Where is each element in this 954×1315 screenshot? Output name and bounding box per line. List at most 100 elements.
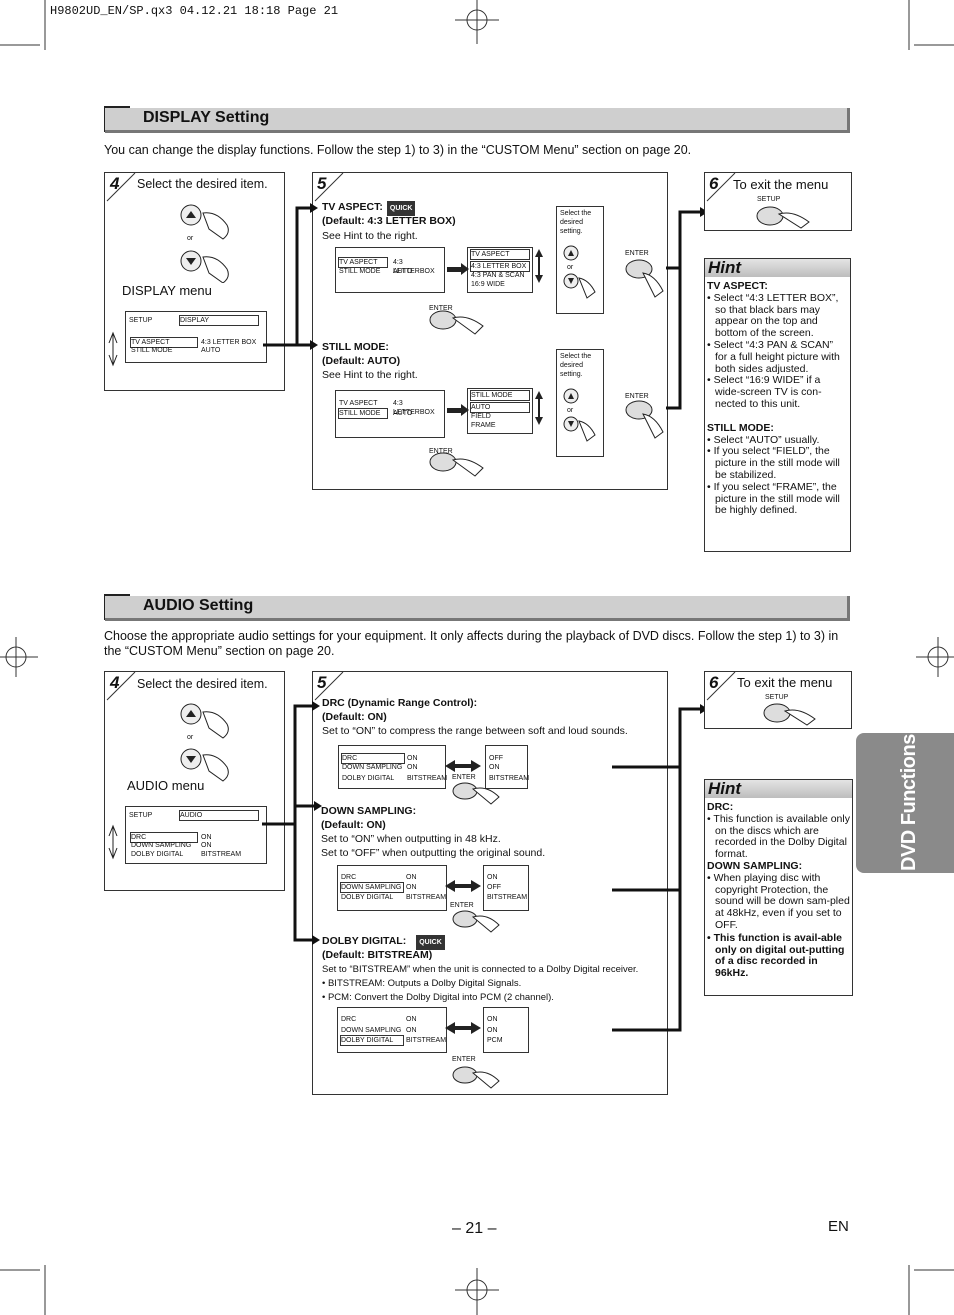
setup-button-icon [763, 703, 816, 726]
still-mode-screen: TV ASPECT 4:3 LETTERBOX STILL MODE AUTO [335, 390, 445, 438]
audio-section-bar: AUDIO Setting [105, 596, 850, 621]
screen-value: OFF [489, 755, 503, 762]
step-number: 6 [709, 174, 719, 193]
screen-label: DOWN SAMPLING [341, 1027, 402, 1034]
screen-value: ON [406, 874, 417, 881]
options-title: TV ASPECT [470, 249, 530, 260]
dolby-desc2: • BITSTREAM: Outputs a Dolby Digital Sig… [322, 978, 522, 989]
screen-value: ON [487, 1016, 498, 1023]
select-text: Select the desired setting. [560, 210, 592, 235]
down-desc2: Set to “OFF” when outputting the origina… [321, 847, 546, 859]
still-mode-default: (Default: AUTO) [322, 355, 401, 367]
screen-label: DOLBY DIGITAL [342, 775, 395, 782]
option-2: FIELD [471, 413, 491, 420]
display-section-title: DISPLAY Setting [143, 109, 270, 126]
or-label: or [187, 235, 194, 242]
menu-row-label: DRC [130, 832, 198, 843]
down-screen-after: ON OFF BITSTREAM [483, 865, 529, 911]
audio-step4-box: 4 Select the desired item. or AUDIO menu… [104, 671, 285, 891]
menu-row-value: BITSTREAM [201, 851, 242, 858]
display-hint-box: Hint TV ASPECT: • Select “4:3 LETTER BOX… [704, 258, 851, 552]
updown-arrow-icon [108, 824, 118, 860]
still-mode-title: STILL MODE: [322, 341, 389, 353]
menu-row2-value: AUTO [201, 347, 221, 354]
screen-value: ON [406, 1027, 417, 1034]
options-title: STILL MODE [470, 390, 530, 401]
file-info: H9802UD_EN/SP.qx3 04.12.21 18:18 Page 21 [50, 4, 339, 18]
option-1: 4:3 LETTER BOX [470, 261, 530, 272]
display-intro: You can change the display functions. Fo… [104, 143, 692, 157]
menu-row-label: DOWN SAMPLING [131, 842, 192, 849]
menu-setup: SETUP [129, 812, 153, 819]
audio-menu-screen: SETUP AUDIO DRC ON DOWN SAMPLING ON DOLB… [125, 806, 267, 864]
screen-value: BITSTREAM [487, 894, 528, 901]
down-default: (Default: ON) [321, 819, 386, 831]
display-step6-box: 6 To exit the menu SETUP [704, 172, 852, 231]
screen-value: BITSTREAM [406, 894, 447, 901]
hint-header: Hint [705, 779, 852, 798]
drc-screen-after: OFF ON BITSTREAM [485, 745, 530, 789]
screen-label: DOLBY DIGITAL [340, 1035, 404, 1046]
arrow-buttons-icon [180, 204, 229, 283]
enter-label: ENTER [429, 448, 453, 455]
hint-item: • Select “4:3 LETTER BOX”, so that black… [707, 291, 839, 340]
display-step5-box: 5 TV ASPECT:QUICK (Default: 4:3 LETTER B… [312, 172, 668, 490]
menu-row1-value: 4:3 LETTER BOX [201, 339, 257, 346]
enter-label: ENTER [625, 250, 649, 257]
menu-setup: SETUP [129, 317, 153, 324]
dolby-screen-before: DRC DOWN SAMPLING DOLBY DIGITAL ON ON BI… [337, 1007, 447, 1053]
screen-label: DRC [341, 753, 405, 764]
screen-row1-value: 4:3 LETTERBOX [393, 259, 435, 275]
menu-row-value: ON [201, 834, 212, 841]
drc-desc: Set to “ON” to compress the range betwee… [322, 725, 628, 737]
still-mode-options: STILL MODE AUTO FIELD FRAME [467, 388, 533, 434]
step-number: 5 [317, 673, 327, 692]
enter-label: ENTER [625, 393, 649, 400]
or-label: or [567, 407, 574, 414]
hint-item-bold: • This function is avail-able only on di… [707, 931, 845, 980]
screen-value: ON [406, 884, 417, 891]
menu-row-label: DOLBY DIGITAL [131, 851, 184, 858]
audio-section-title: AUDIO Setting [143, 597, 254, 614]
screen-row2-label: STILL MODE [338, 408, 388, 419]
dolby-desc3: • PCM: Convert the Dolby Digital into PC… [322, 992, 554, 1003]
screen-row1-value: 4:3 LETTERBOX [393, 400, 435, 416]
menu-row-value: ON [201, 842, 212, 849]
audio-menu-label: AUDIO menu [127, 778, 205, 793]
hint-item: • Select “16:9 WIDE” if a wide-screen TV… [707, 374, 822, 410]
arrow-buttons-icon [180, 703, 229, 782]
enter-label: ENTER [452, 774, 476, 781]
hint-heading: DOWN SAMPLING: [707, 859, 803, 872]
hint-item: • If you select “FRAME”, the picture in … [707, 480, 840, 517]
screen-label: DOWN SAMPLING [342, 764, 403, 771]
quick-badge: QUICK [416, 935, 445, 950]
screen-label: DOWN SAMPLING [340, 882, 404, 893]
setup-button-icon [756, 206, 810, 229]
down-desc1: Set to “ON” when outputting in 48 kHz. [321, 833, 501, 845]
screen-value: BITSTREAM [489, 775, 530, 782]
audio-intro: Choose the appropriate audio settings fo… [104, 629, 839, 658]
dolby-title: DOLBY DIGITAL:QUICK [322, 935, 445, 950]
screen-value: ON [487, 874, 498, 881]
audio-hint-box: Hint DRC: • This function is available o… [704, 779, 853, 996]
select-panel: Select the desired setting. or [556, 206, 604, 314]
screen-row2-value: AUTO [393, 410, 413, 417]
step-number: 6 [709, 673, 719, 692]
display-menu-screen: SETUP DISPLAY TV ASPECT 4:3 LETTER BOX S… [125, 311, 267, 363]
page-number: – 21 – [452, 1220, 497, 1237]
option-1: AUTO [470, 402, 530, 413]
tv-aspect-options: TV ASPECT 4:3 LETTER BOX 4:3 PAN & SCAN … [467, 247, 533, 293]
hint-heading: STILL MODE: [707, 421, 774, 434]
hint-item: • If you select “FIELD”, the picture in … [707, 445, 840, 481]
screen-label: DOLBY DIGITAL [341, 894, 394, 901]
or-label: or [567, 264, 574, 271]
screen-row1-label: TV ASPECT [338, 257, 388, 268]
screen-value: BITSTREAM [406, 1037, 447, 1044]
drc-screen-before: DRC DOWN SAMPLING DOLBY DIGITAL ON ON BI… [338, 745, 447, 789]
dolby-desc1: Set to “BITSTREAM” when the unit is conn… [322, 964, 639, 975]
step6-text: To exit the menu [733, 177, 829, 192]
audio-step5-box: 5 DRC (Dynamic Range Control): (Default:… [312, 671, 668, 1095]
option-3: FRAME [471, 422, 496, 429]
display-step4-box: 4 Select the desired item. or DISPLAY me… [104, 172, 285, 391]
